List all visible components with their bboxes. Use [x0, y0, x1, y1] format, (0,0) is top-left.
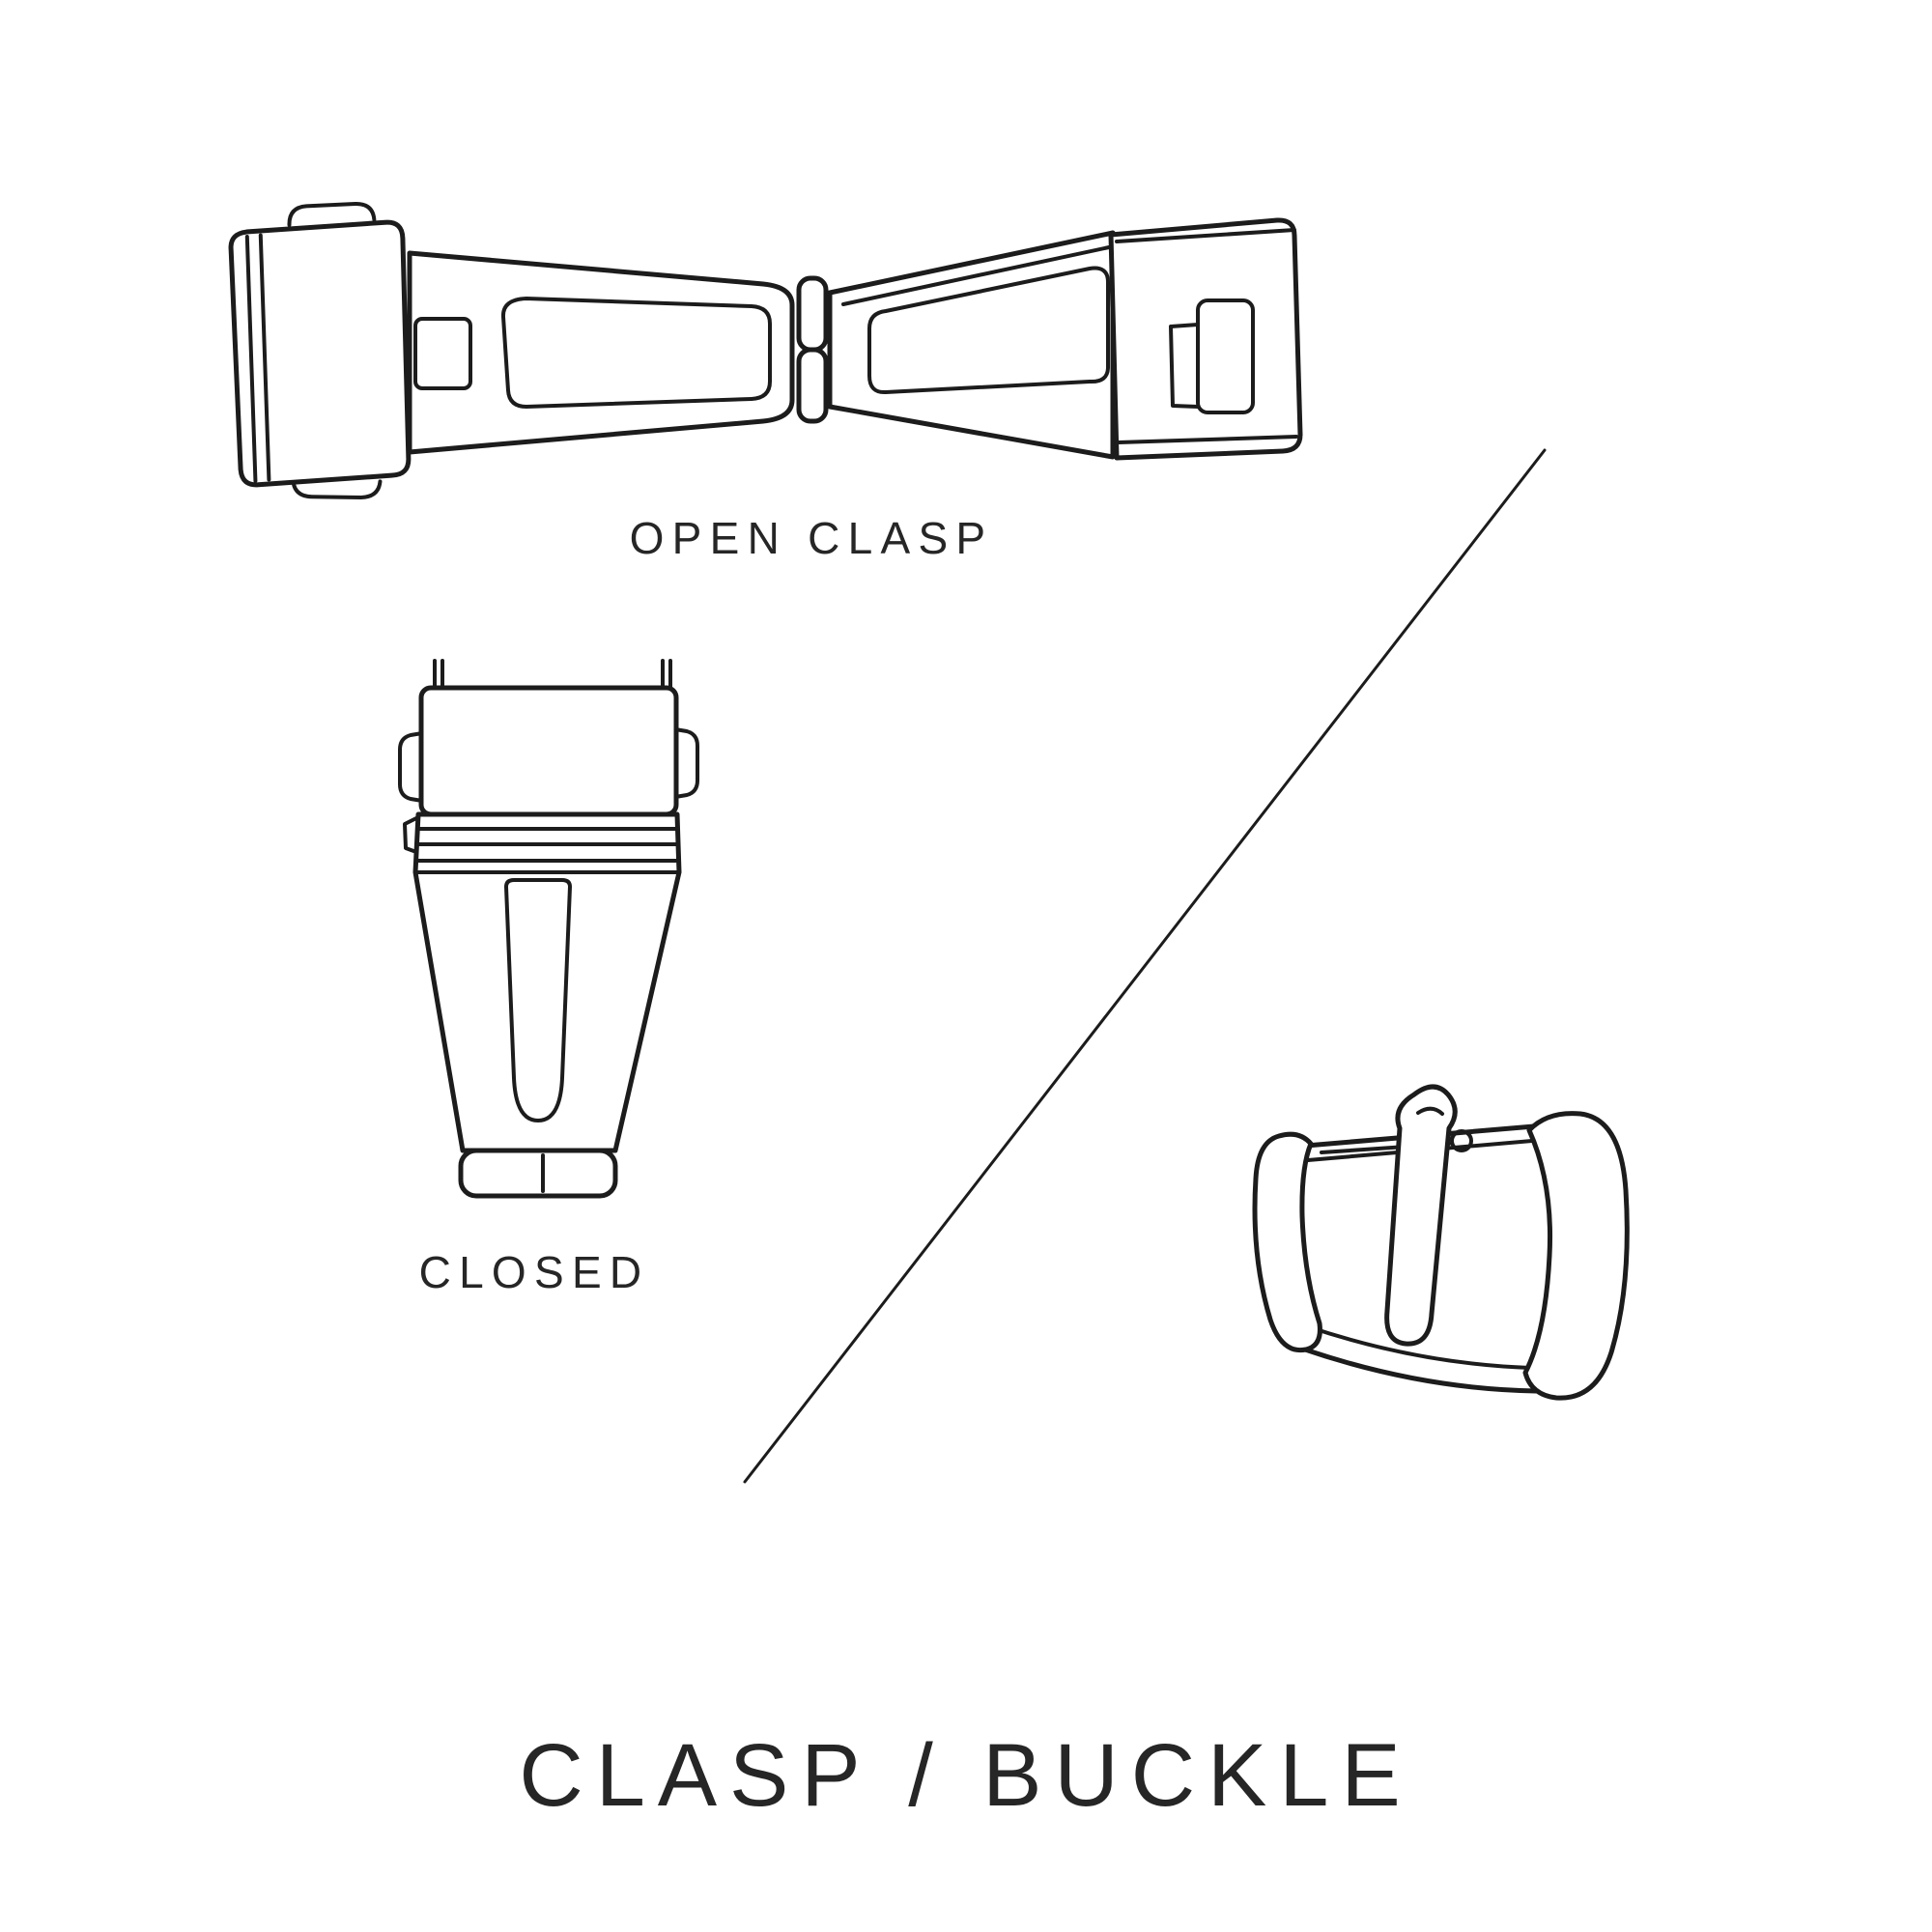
diagram-title: CLASP / BUCKLE [519, 1726, 1413, 1825]
closed-clasp-illustration [398, 659, 699, 1199]
buckle-illustration [1252, 1084, 1630, 1401]
divider-line [743, 448, 1547, 1484]
open-clasp-label: OPEN CLASP [629, 513, 994, 563]
open-clasp-illustration [228, 202, 1303, 499]
closed-label: CLOSED [418, 1247, 650, 1297]
